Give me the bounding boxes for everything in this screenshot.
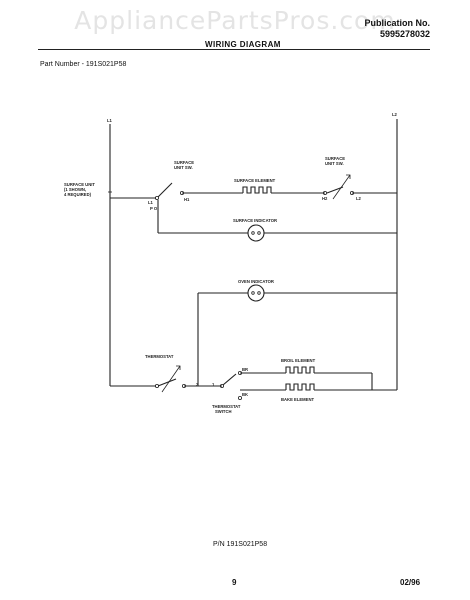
surface-indicator-lamp: [247, 224, 265, 242]
broil-element-label: BROIL ELEMENT: [281, 358, 316, 363]
switch-right-arrow: [332, 174, 351, 200]
footer-part-number: P/N 191S021P58: [213, 541, 268, 548]
surface-indicator-node-2: [257, 231, 261, 235]
part-number: Part Number - 191S021P58: [40, 61, 127, 68]
oven-indicator-node-2: [257, 291, 261, 295]
surface-unit-note-1: SURFACE UNIT: [64, 182, 95, 187]
thermostat-blade: [157, 378, 177, 387]
thermostat-switch-label-1: THERMOSTAT: [212, 404, 241, 409]
bake-element-label: BAKE ELEMENT: [281, 397, 314, 402]
oven-indicator-label: OVEN INDICATOR: [238, 279, 274, 284]
switch-right-contact: [322, 190, 327, 195]
switch-left-contact: [154, 195, 159, 200]
watermark: AppliancePartsPros.com: [74, 6, 396, 35]
thermostat-arrow-head: [176, 365, 181, 370]
publication-info: Publication No. 5995278032: [364, 18, 430, 40]
terminal-1: 1: [212, 382, 215, 387]
surface-indicator-node-1: [251, 231, 255, 235]
label-l1: L1: [107, 118, 113, 123]
surface-element-coil: [242, 186, 272, 194]
publication-date: 02/96: [400, 578, 421, 587]
surface-unit-sw-right-2: UNIT SW.: [325, 161, 344, 166]
switch-right-arrow-head: [346, 174, 351, 179]
terminal-h1: H1: [184, 197, 190, 202]
thermostat-switch-label-2: SWITCH: [215, 409, 232, 414]
page-number: 9: [232, 578, 237, 587]
terminal-br: BR: [242, 367, 248, 372]
bake-contact: [237, 395, 242, 400]
terminal-po: P O: [150, 206, 158, 211]
terminal-2: 2: [196, 382, 199, 387]
terminal-l2: L2: [356, 196, 362, 201]
bake-element-coil: [285, 383, 315, 391]
surface-unit-sw-left-2: UNIT SW.: [174, 165, 193, 170]
thermostat-label: THERMOSTAT: [145, 354, 174, 359]
thermostat-switch-blade: [222, 373, 237, 386]
switch-left-blade: [157, 182, 173, 198]
surface-unit-sw-left-1: SURFACE: [174, 160, 194, 165]
surface-element-label: SURFACE ELEMENT: [234, 178, 276, 183]
terminal-l1: L1: [148, 200, 154, 205]
oven-indicator-lamp: [247, 284, 265, 302]
thermostat-arrow: [161, 365, 181, 393]
surface-unit-note-3: 4 REQUIRED): [64, 192, 92, 197]
header-rule: [38, 49, 430, 50]
publication-label: Publication No.: [364, 18, 430, 28]
surface-unit-note-2: (1 SHOWN,: [64, 187, 86, 192]
surface-indicator-label: SURFACE INDICATOR: [233, 218, 277, 223]
surface-unit-sw-right-1: SURFACE: [325, 156, 345, 161]
page-title: WIRING DIAGRAM: [205, 40, 281, 49]
publication-number: 5995278032: [379, 29, 430, 39]
label-l2: L2: [392, 112, 398, 117]
terminal-h2: H2: [322, 196, 328, 201]
oven-indicator-node-1: [251, 291, 255, 295]
thermostat-switch-pivot: [219, 383, 224, 388]
terminal-bk: BK: [242, 392, 248, 397]
broil-element-coil: [285, 366, 315, 374]
